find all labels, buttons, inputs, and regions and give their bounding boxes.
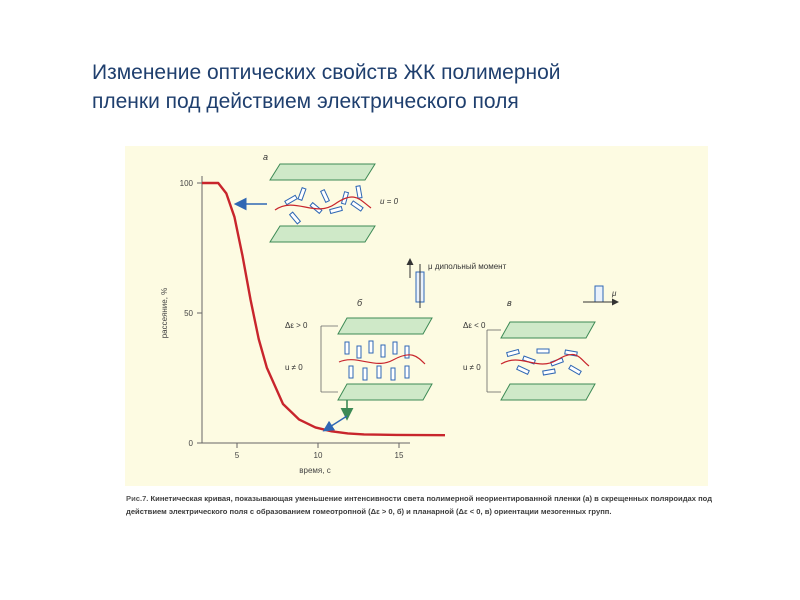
- panel-b-delta-eps: Δε > 0: [285, 321, 308, 330]
- panel-a-bottom-plate: [269, 225, 376, 243]
- panel-v: в Δε < 0 u ≠ 0 μ: [463, 285, 619, 401]
- panel-a-letter: а: [263, 152, 268, 162]
- panel-v-letter: в: [507, 298, 512, 308]
- panel-b-bottom-plate: [337, 383, 433, 401]
- panel-v-delta-eps: Δε < 0: [463, 321, 486, 330]
- title-line-1: Изменение оптических свойств ЖК полимерн…: [92, 61, 561, 84]
- panel-v-top-plate: [500, 321, 596, 339]
- x-tick-15: 15: [395, 451, 404, 460]
- dipole-indicator: μ дипольный момент: [406, 258, 507, 308]
- figure-panel: [125, 146, 708, 486]
- panel-v-mu: μ: [611, 289, 617, 298]
- caption-text: Кинетическая кривая, показывающая уменьш…: [126, 494, 713, 516]
- caption-label: Рис.7.: [126, 494, 149, 503]
- panel-a-top-plate: [269, 163, 376, 181]
- panel-a: а u = 0: [263, 152, 399, 243]
- panel-v-field: u ≠ 0: [463, 363, 481, 372]
- panel-b-top-plate: [337, 317, 433, 335]
- dipole-label: μ дипольный момент: [428, 262, 507, 271]
- panel-b-letter: б: [357, 298, 363, 308]
- panel-b: б Δε > 0 u ≠ 0: [285, 298, 433, 401]
- y-tick-0: 0: [189, 439, 194, 448]
- panel-v-bottom-plate: [500, 383, 596, 401]
- slide-title: Изменение оптических свойств ЖК полимерн…: [92, 58, 732, 116]
- panel-b-field: u ≠ 0: [285, 363, 303, 372]
- panel-a-condition: u = 0: [380, 197, 399, 206]
- chart-axes: 100 50 0 5 10 15 время, с рассеяние, %: [160, 176, 410, 475]
- x-tick-5: 5: [235, 451, 240, 460]
- y-axis-title: рассеяние, %: [160, 288, 169, 339]
- title-line-2: пленки под действием электрического поля: [92, 90, 519, 113]
- y-tick-50: 50: [184, 309, 193, 318]
- x-axis-title: время, с: [299, 466, 330, 475]
- figure-caption: Рис.7. Кинетическая кривая, показывающая…: [126, 492, 712, 518]
- kinetic-curve-line: [202, 181, 446, 437]
- figure-illustration: 100 50 0 5 10 15 время, с рассеяние, % а…: [160, 152, 619, 475]
- arrow-to-curve-tail: [322, 415, 348, 432]
- x-tick-10: 10: [314, 451, 323, 460]
- y-tick-100: 100: [180, 179, 194, 188]
